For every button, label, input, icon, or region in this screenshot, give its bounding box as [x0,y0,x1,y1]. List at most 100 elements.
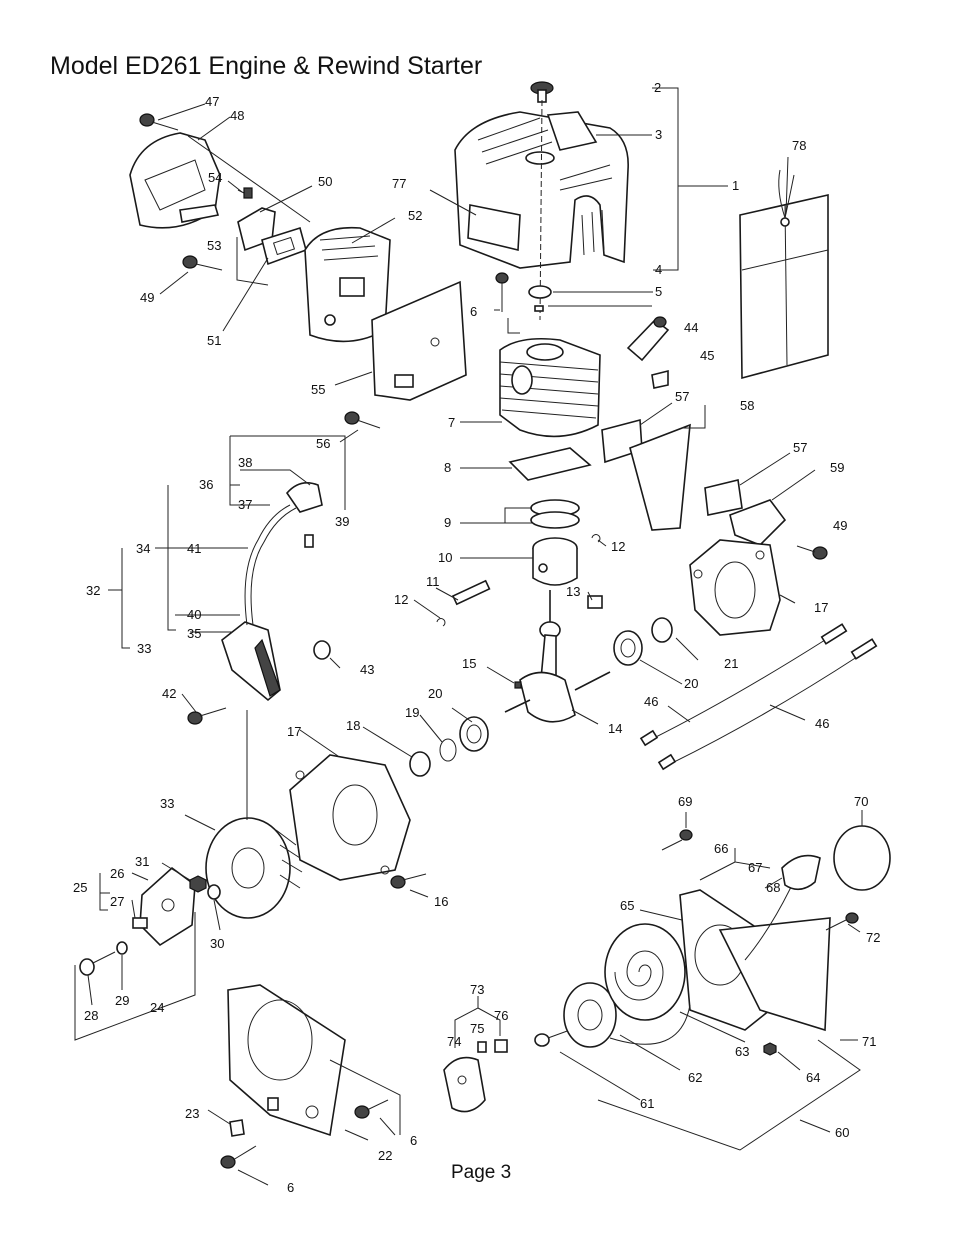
leader-lines [74,87,863,1186]
piston-pin [451,579,491,606]
screw-49 [182,255,223,271]
callout-55: 55 [311,382,325,397]
rewind-starter [534,825,891,1056]
callout-78: 78 [792,138,806,153]
callout-49: 49 [140,290,154,305]
callout-1: 1 [732,178,739,193]
callout-69: 69 [678,794,692,809]
callout-33-a: 33 [137,641,151,656]
callout-68: 68 [766,880,780,895]
callout-27: 27 [110,894,124,909]
needle-bearing [587,595,603,609]
muffler [304,226,391,343]
cover-collar [534,305,544,312]
screw-49-b [796,545,828,560]
fan-housing [227,984,346,1137]
callout-46-b: 46 [815,716,829,731]
woodruff-key [514,681,522,689]
callout-72: 72 [866,930,880,945]
callout-4: 4 [655,262,662,277]
callout-41: 41 [187,541,201,556]
callout-61: 61 [640,1096,654,1111]
callout-74: 74 [447,1034,461,1049]
callout-6-cylinder: 6 [470,304,477,319]
pawl-assembly [443,1039,508,1113]
callout-18: 18 [346,718,360,733]
piston [532,537,578,586]
callout-77: 77 [392,176,406,191]
carb-gasket [704,479,743,516]
circlip-b [436,618,446,627]
callout-48: 48 [230,108,244,123]
callout-52: 52 [408,208,422,223]
callout-35: 35 [187,626,201,641]
crankshaft [504,590,611,723]
callout-20-a: 20 [684,676,698,691]
clutch-assembly [132,866,196,947]
cover-grommet [528,285,552,299]
callout-58: 58 [740,398,754,413]
muffler-cover [129,132,221,229]
callout-32: 32 [86,583,100,598]
callout-38: 38 [238,455,252,470]
callout-66: 66 [714,841,728,856]
housing-screw-a [354,1099,389,1119]
callout-65: 65 [620,898,634,913]
callout-62: 62 [688,1070,702,1085]
callout-45: 45 [700,348,714,363]
spark-plug [626,316,670,362]
spacer-59 [729,499,787,546]
screw-54-head [243,187,253,199]
callout-42: 42 [162,686,176,701]
callout-14: 14 [608,721,622,736]
bearing-20a [613,630,643,666]
heat-shield [371,280,467,401]
warning-tag [739,169,829,380]
stop-wires [639,623,878,771]
clutch-bolt [79,951,116,976]
callout-60: 60 [835,1125,849,1140]
callout-76: 76 [494,1008,508,1023]
callout-73: 73 [470,982,484,997]
callout-53: 53 [207,238,221,253]
callout-49-b: 49 [833,518,847,533]
callout-25: 25 [73,880,87,895]
callout-34: 34 [136,541,150,556]
callout-43: 43 [360,662,374,677]
cylinder-gasket [508,447,592,481]
callout-21: 21 [724,656,738,671]
callout-75: 75 [470,1021,484,1036]
callout-46-a: 46 [644,694,658,709]
callout-70: 70 [854,794,868,809]
callout-17-left: 17 [287,724,301,739]
callout-37: 37 [238,497,252,512]
crankcase-left [289,754,411,881]
flywheel [205,817,303,919]
callout-20-b: 20 [428,686,442,701]
callout-5: 5 [655,284,662,299]
screw-56 [344,411,381,429]
callout-9: 9 [444,515,451,530]
callout-17-right: 17 [814,600,828,615]
callout-30: 30 [210,936,224,951]
screw-47 [139,113,179,131]
callout-15: 15 [462,656,476,671]
callout-67: 67 [748,860,762,875]
clutch-washer [116,941,128,955]
page-title: Model ED261 Engine & Rewind Starter [50,52,483,80]
callout-3: 3 [655,127,662,142]
cover-knob [530,81,554,103]
callout-6-housing-b: 6 [287,1180,294,1195]
callout-54: 54 [208,170,222,185]
callout-57-b: 57 [793,440,807,455]
callout-33-b: 33 [160,796,174,811]
callout-47: 47 [205,94,219,109]
callout-24: 24 [150,1000,164,1015]
callout-2: 2 [654,80,661,95]
callout-12-b: 12 [394,592,408,607]
callout-12-a: 12 [611,539,625,554]
callout-63: 63 [735,1044,749,1059]
callout-11: 11 [426,574,440,589]
callout-labels: 2 3 1 4 5 6 78 77 47 48 54 50 52 53 49 5… [73,80,880,1195]
